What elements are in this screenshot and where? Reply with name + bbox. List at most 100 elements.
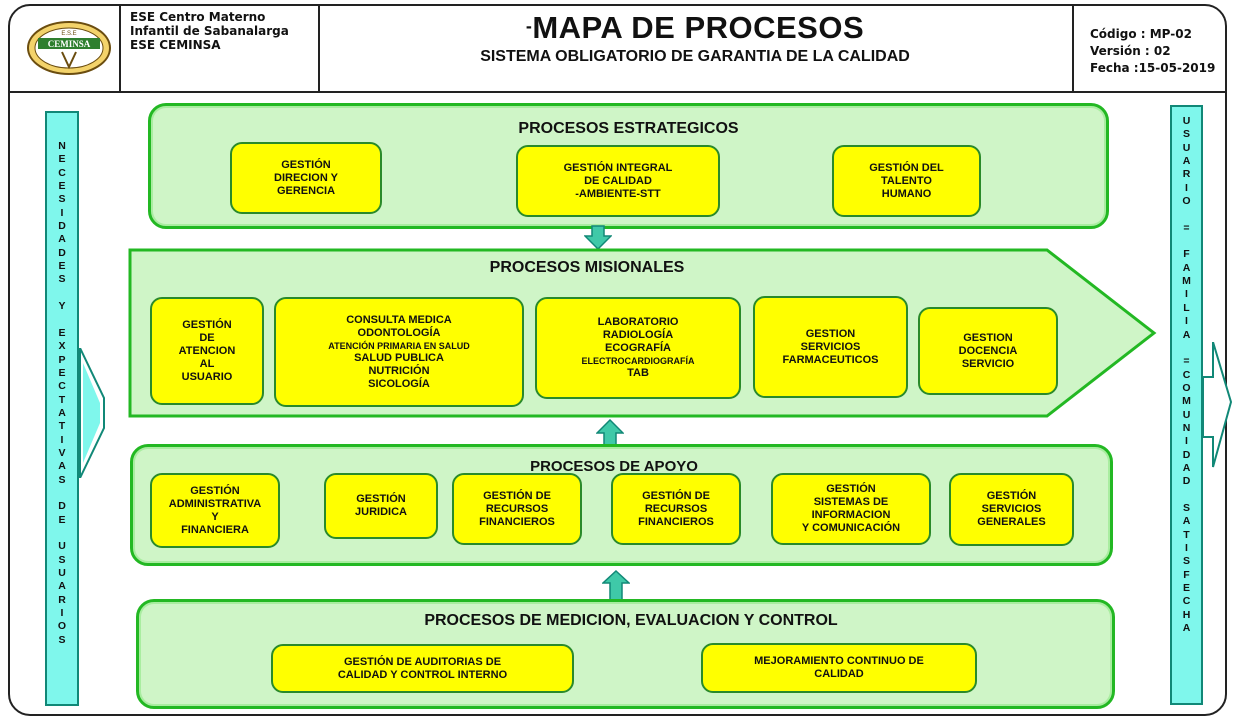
bar-letter: I <box>1185 315 1188 328</box>
process-label-line: MEJORAMIENTO CONTINUO DE <box>754 655 924 667</box>
process-label-line: FINANCIEROS <box>638 515 714 528</box>
process-label-line: DE <box>199 331 215 344</box>
process-label-line: GENERALES <box>977 516 1046 528</box>
process-label-line: GESTIÓN INTEGRAL <box>563 161 673 174</box>
process-label-line: CALIDAD Y CONTROL INTERNO <box>337 668 508 681</box>
bar-letter: I <box>60 433 64 446</box>
bar-letter: S <box>58 633 66 646</box>
header-divider-codes <box>1072 5 1074 92</box>
process-label-line: AL <box>199 357 215 370</box>
bar-letter: E <box>58 513 66 526</box>
bar-letter: A <box>1182 155 1191 168</box>
process-label-line: SERVICIOS <box>800 340 861 353</box>
process-label-line: RECURSOS <box>485 502 549 515</box>
process-label-line: LABORATORIO <box>597 316 679 328</box>
document-codes: Código : MP-02 Versión : 02 Fecha :15-05… <box>1090 26 1230 77</box>
bar-letter: A <box>1182 461 1191 474</box>
process-label-line: GESTION <box>805 327 856 340</box>
bar-letter: A <box>58 406 66 419</box>
organization-name: ESE Centro Materno Infantil de Sabanalar… <box>130 10 310 52</box>
process-label-line: DE CALIDAD <box>584 174 652 187</box>
process-label-line: GESTIÓN DE <box>483 489 551 502</box>
bar-letter: U <box>58 540 66 553</box>
down-arrow-icon <box>584 225 612 250</box>
bar-letter: O <box>1182 381 1191 394</box>
bar-letter: N <box>58 140 66 152</box>
process-label-line: DIRECION Y <box>274 171 338 184</box>
bar-letter: V <box>58 446 66 459</box>
bar-letter: P <box>58 353 66 366</box>
process-label-line: SALUD PUBLICA <box>354 351 444 364</box>
process-label-line: ODONTOLOGÍA <box>357 326 441 339</box>
header-divider-logo <box>119 5 121 92</box>
process-label-line: USUARIO <box>181 370 233 383</box>
svg-text:E.S.E: E.S.E <box>61 31 76 37</box>
bar-letter: A <box>1182 261 1191 274</box>
process-label-line: GESTIÓN <box>281 158 331 171</box>
bar-letter: E <box>58 153 66 166</box>
bar-letter: N <box>1182 421 1191 434</box>
bar-letter: E <box>58 326 66 339</box>
bar-letter: D <box>58 246 66 259</box>
bar-letter: I <box>1185 181 1188 194</box>
process-label-line: RADIOLOGÍA <box>602 329 674 341</box>
page-frame <box>8 4 1227 716</box>
process-label-line: GESTIÓN <box>190 484 240 497</box>
process-label-line: ELECTROCARDIOGRAFÍA <box>581 356 695 366</box>
left-arrow-icon <box>79 348 105 478</box>
process-label-line: SERVICIOS <box>981 503 1042 515</box>
bar-letter: A <box>1182 622 1191 635</box>
bar-letter: T <box>58 393 66 406</box>
process-label-line: SISTEMAS DE <box>813 496 889 508</box>
bar-letter: C <box>58 380 66 393</box>
process-label-line: GESTIÓN <box>182 318 232 331</box>
process-label-line: ATENCION <box>178 344 236 357</box>
process-label-line: Y COMUNICACIÓN <box>801 522 901 534</box>
bar-letter: E <box>58 366 66 379</box>
bar-letter: I <box>1185 542 1188 554</box>
bar-letter: S <box>58 193 66 206</box>
process-label-line: DOCENCIA <box>958 344 1018 357</box>
bar-letter: U <box>1182 141 1191 154</box>
process-label-line: FARMACEUTICOS <box>782 353 879 366</box>
bar-letter: I <box>1185 435 1188 448</box>
process-label-line: -AMBIENTE-STT <box>575 187 661 200</box>
svg-text:CEMINSA: CEMINSA <box>48 39 91 49</box>
bar-letter: S <box>58 553 66 566</box>
org-line-2: Infantil de Sabanalarga <box>130 24 289 38</box>
bar-letter: E <box>58 260 66 273</box>
bar-letter: D <box>1182 475 1191 488</box>
bar-letter: A <box>1182 515 1191 528</box>
bar-letter: U <box>1182 408 1191 421</box>
bar-letter: A <box>58 460 66 473</box>
process-label-line: CALIDAD <box>814 668 864 680</box>
process-label-line: TAB <box>627 367 649 379</box>
bar-letter: I <box>60 607 64 620</box>
bar-letter: D <box>58 220 66 233</box>
bar-letter: T <box>58 420 66 433</box>
measurement-processes-title: PROCESOS DE MEDICION, EVALUACION Y CONTR… <box>424 612 838 629</box>
support-processes-title: PROCESOS DE APOYO <box>530 458 698 475</box>
bar-letter: S <box>58 273 66 286</box>
bar-letter: = <box>1183 355 1190 368</box>
bar-letter: S <box>1182 128 1190 141</box>
bar-letter: F <box>1183 248 1190 261</box>
